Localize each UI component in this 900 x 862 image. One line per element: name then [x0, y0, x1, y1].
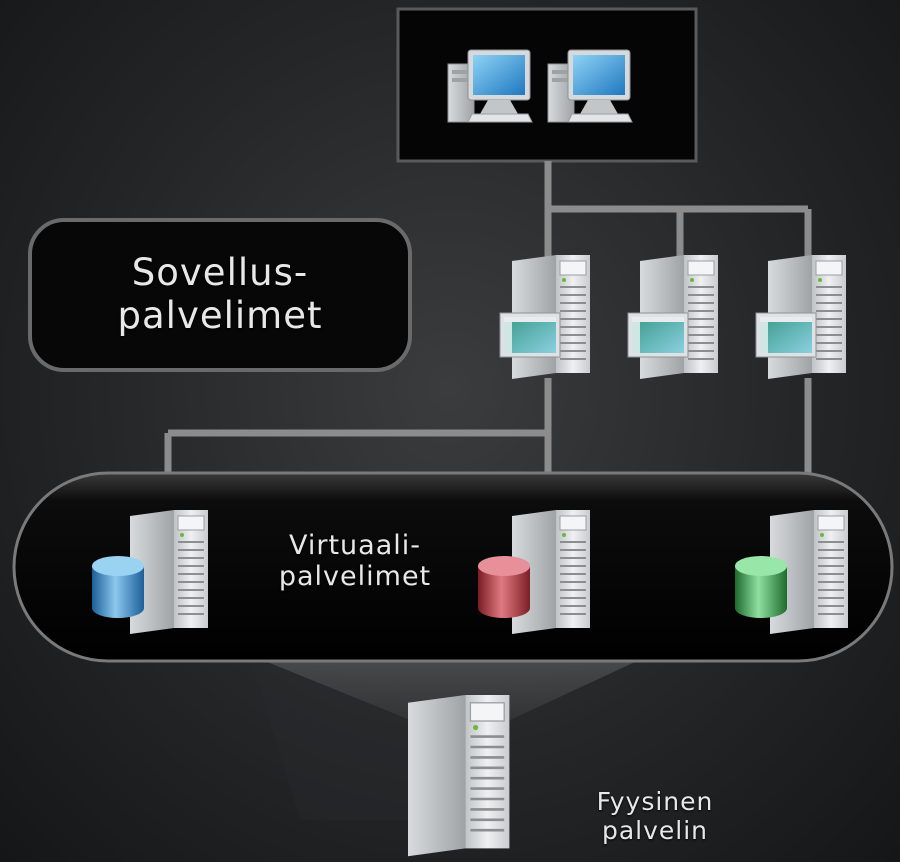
- projection-beam: [250, 655, 650, 720]
- database-cylinder-icon: [478, 556, 530, 618]
- database-cylinder-icon: [735, 556, 787, 618]
- app-servers-label-line2: palvelimet: [117, 294, 323, 337]
- app-servers-label: Sovellus- palvelimet: [30, 220, 410, 370]
- virtual-servers-label-line1: Virtuaali-: [288, 530, 421, 561]
- projection-beam-shade: [250, 655, 410, 820]
- database-cylinder-icon: [92, 556, 144, 618]
- server-tower-icon: [628, 255, 718, 379]
- server-tower-icon: [406, 693, 511, 858]
- app-servers-panel: [28, 218, 412, 372]
- clients-panel: [396, 7, 698, 163]
- virtual-servers-label: Virtuaali- palvelimet: [255, 530, 455, 592]
- app-servers-label-line1: Sovellus-: [131, 251, 309, 295]
- physical-server-label-line1: Fyysinen: [596, 787, 714, 816]
- server-tower-icon: [756, 255, 846, 379]
- virtual-servers-panel: [12, 471, 894, 663]
- physical-server-label: Fyysinen palvelin: [555, 787, 755, 846]
- virtual-servers-label-line2: palvelimet: [278, 561, 432, 593]
- server-tower-icon: [500, 255, 590, 379]
- physical-server-label-line2: palvelin: [601, 815, 709, 845]
